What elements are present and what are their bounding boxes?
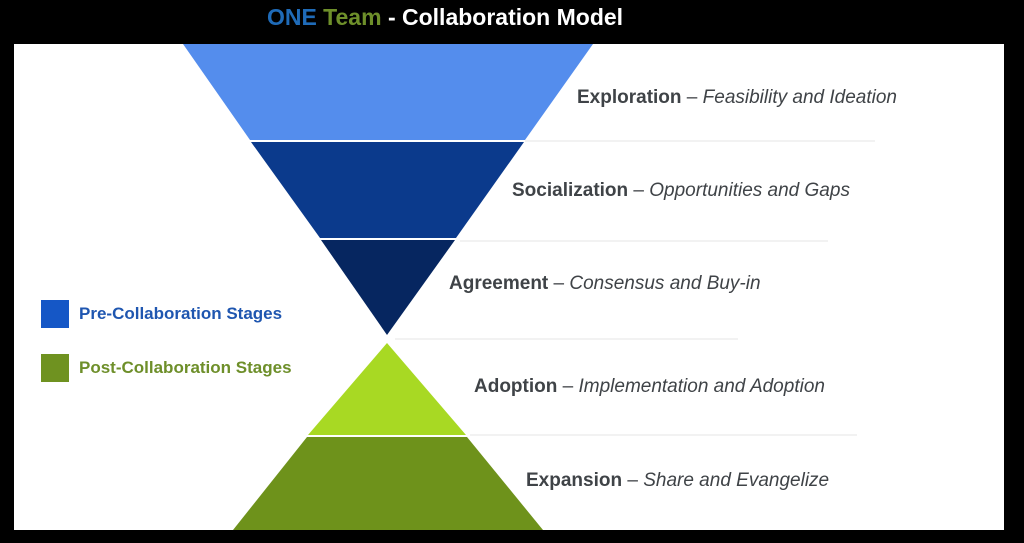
funnel-stage-socialization	[251, 142, 524, 238]
funnel-stage-exploration	[183, 44, 593, 140]
legend-post: Post-Collaboration Stages	[41, 354, 292, 382]
stage-label-exploration: Exploration – Feasibility and Ideation	[577, 87, 897, 108]
pyramid-stage-expansion	[233, 437, 543, 530]
legend-swatch-post	[41, 354, 69, 382]
title-team: Team	[323, 4, 382, 30]
legend-swatch-pre	[41, 300, 69, 328]
title-rest: - Collaboration Model	[387, 4, 624, 30]
funnel-stage-agreement	[321, 240, 455, 335]
stage-label-agreement: Agreement – Consensus and Buy-in	[449, 273, 761, 294]
legend-label: Pre-Collaboration Stages	[79, 304, 283, 323]
stage-label-socialization: Socialization – Opportunities and Gaps	[512, 180, 850, 201]
legend-pre: Pre-Collaboration Stages	[41, 300, 282, 328]
legend-label: Post-Collaboration Stages	[79, 358, 292, 377]
title-one: ONE	[266, 4, 317, 30]
pyramid-stage-adoption	[308, 343, 466, 435]
stage-label-adoption: Adoption – Implementation and Adoption	[474, 376, 825, 397]
stage-label-expansion: Expansion – Share and Evangelize	[526, 470, 830, 491]
page-title: ONE Team - Collaboration Model	[0, 4, 890, 31]
